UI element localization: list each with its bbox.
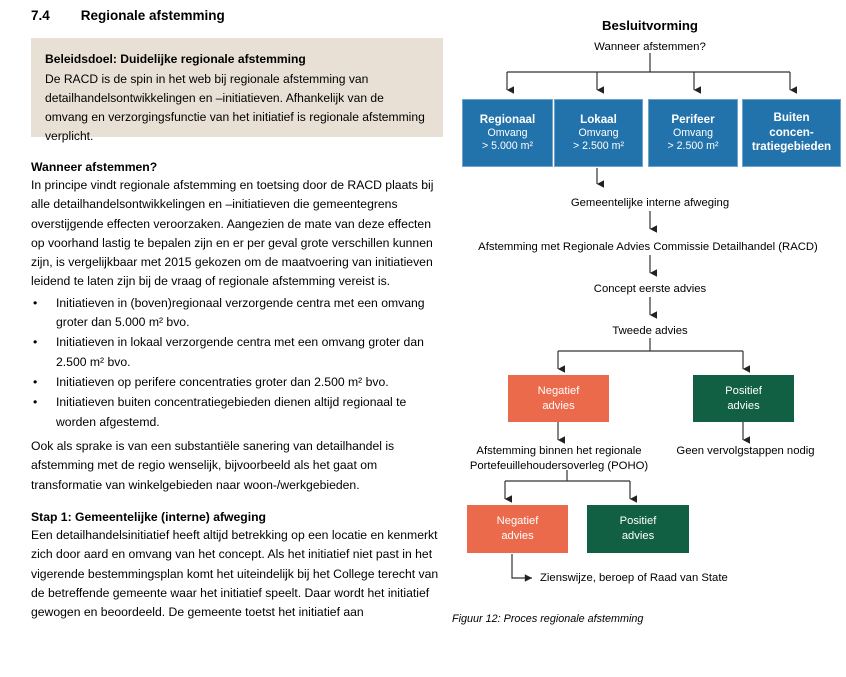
section-title: Regionale afstemming [80,8,225,23]
bullet-icon: • [33,395,38,410]
advice-label-line1: Negatief [537,384,580,397]
criteria-list: • Initiatieven in (boven)regionaal verzo… [31,294,446,432]
criteria-box-title: Lokaal [580,112,617,126]
advice-label-line1: Negatief [496,515,539,528]
advice-box-negatief-2[interactable]: Negatief advies [467,505,568,553]
criteria-box-title: Perifeer [671,112,715,126]
criteria-box-lokaal[interactable]: Lokaal Omvang > 2.500 m² [554,99,643,167]
advice-label-line2: advies [542,399,575,412]
flowchart-figure: Besluitvorming Wanneer afstemmen? Region… [450,0,846,677]
advice-label-line2: advies [621,530,655,542]
list-item-label: Initiatieven buiten concentratiegebieden… [56,395,407,429]
step-afstemming-racd: Afstemming met Regionale Advies Commissi… [478,241,818,253]
criteria-box-subtitle: Omvang [578,126,619,139]
advice-box-positief-1[interactable]: Positief advies [693,375,794,422]
advice-box-positief-2[interactable]: Positief advies [587,505,689,553]
list-item-label: Initiatieven in lokaal verzorgende centr… [56,335,424,369]
section-step-1: Stap 1: Gemeentelijke (interne) afweging… [31,508,446,622]
step-concept-eerste-advies: Concept eerste advies [593,283,707,295]
step1-heading: Stap 1: Gemeentelijke (interne) afweging [31,510,267,524]
bullet-icon: • [33,374,38,389]
list-item: • Initiatieven buiten concentratiegebied… [31,393,446,432]
flowchart-subtitle: Wanneer afstemmen? [594,41,706,53]
criteria-box-threshold: > 5.000 m² [482,140,533,152]
when-heading: Wanneer afstemmen? [31,160,158,174]
advice-label-line1: Positief [619,515,657,528]
criteria-box-subtitle: Omvang [672,126,714,139]
criteria-box-regionaal[interactable]: Regionaal Omvang > 5.000 m² [462,99,553,167]
when-paragraph: In principe vindt regionale afstemming e… [31,178,434,289]
list-item-label: Initiatieven in (boven)regionaal verzorg… [56,295,425,330]
policy-goal-callout: Beleidsdoel: Duidelijke regionale afstem… [31,38,443,143]
page-title: 7.4 Regionale afstemming [31,8,446,23]
criteria-box-threshold: > 2.500 m² [667,140,719,152]
section-number: 7.4 [31,8,50,23]
sanering-paragraph: Ook als sprake is van een substantiële s… [31,439,395,492]
list-item: • Initiatieven in lokaal verzorgende cen… [31,333,446,372]
list-item: • Initiatieven in (boven)regionaal verzo… [31,294,446,333]
step-tweede-advies: Tweede advies [612,325,688,337]
bullet-icon: • [33,295,38,310]
criteria-box-title-line2: concen- [769,125,814,139]
list-item: • Initiatieven op perifere concentraties… [31,373,446,392]
label-afstemming-poho-line2: Portefeuillehoudersoverleg (POHO) [469,459,649,472]
list-item-label: Initiatieven op perifere concentraties g… [56,374,389,389]
section-when-to-coordinate: Wanneer afstemmen? In principe vindt reg… [31,158,446,433]
step1-paragraph: Een detailhandelsinitiatief heeft altijd… [31,528,439,620]
callout-body: De RACD is de spin in het web bij region… [45,71,425,144]
bullet-icon: • [33,335,38,350]
step-gemeentelijke-interne-afweging: Gemeentelijke interne afweging [570,197,730,209]
flowchart-connectors [504,53,797,582]
criteria-box-subtitle: Omvang [487,126,528,139]
advice-label-line2: advies [727,399,760,412]
advice-box-negatief-1[interactable]: Negatief advies [508,375,609,422]
advice-label-line1: Positief [725,384,762,397]
criteria-box-perifeer[interactable]: Perifeer Omvang > 2.500 m² [648,99,738,167]
advice-label-line2: advies [501,530,534,542]
flowchart-title: Besluitvorming [602,18,698,33]
criteria-box-title: Regionaal [479,112,536,126]
callout-title: Beleidsdoel: Duidelijke regionale afstem… [45,52,306,66]
step-zienswijze-beroep: Zienswijze, beroep of Raad van State [540,572,728,584]
criteria-box-threshold: > 2.500 m² [573,140,624,152]
criteria-box-title-line3: tratiegebieden [751,140,832,154]
figure-caption: Figuur 12: Proces regionale afstemming [452,613,644,625]
label-geen-vervolgstappen: Geen vervolgstappen nodig [676,445,815,457]
criteria-box-title-line1: Buiten [773,111,810,125]
label-afstemming-poho-line1: Afstemming binnen het regionale [476,445,642,457]
criteria-box-buiten-concentratiegebieden[interactable]: Buiten concen- tratiegebieden [742,99,841,167]
label-afstemming-poho: Afstemming binnen het regionale Portefeu… [463,444,655,473]
section-sanering: Ook als sprake is van een substantiële s… [31,437,446,495]
